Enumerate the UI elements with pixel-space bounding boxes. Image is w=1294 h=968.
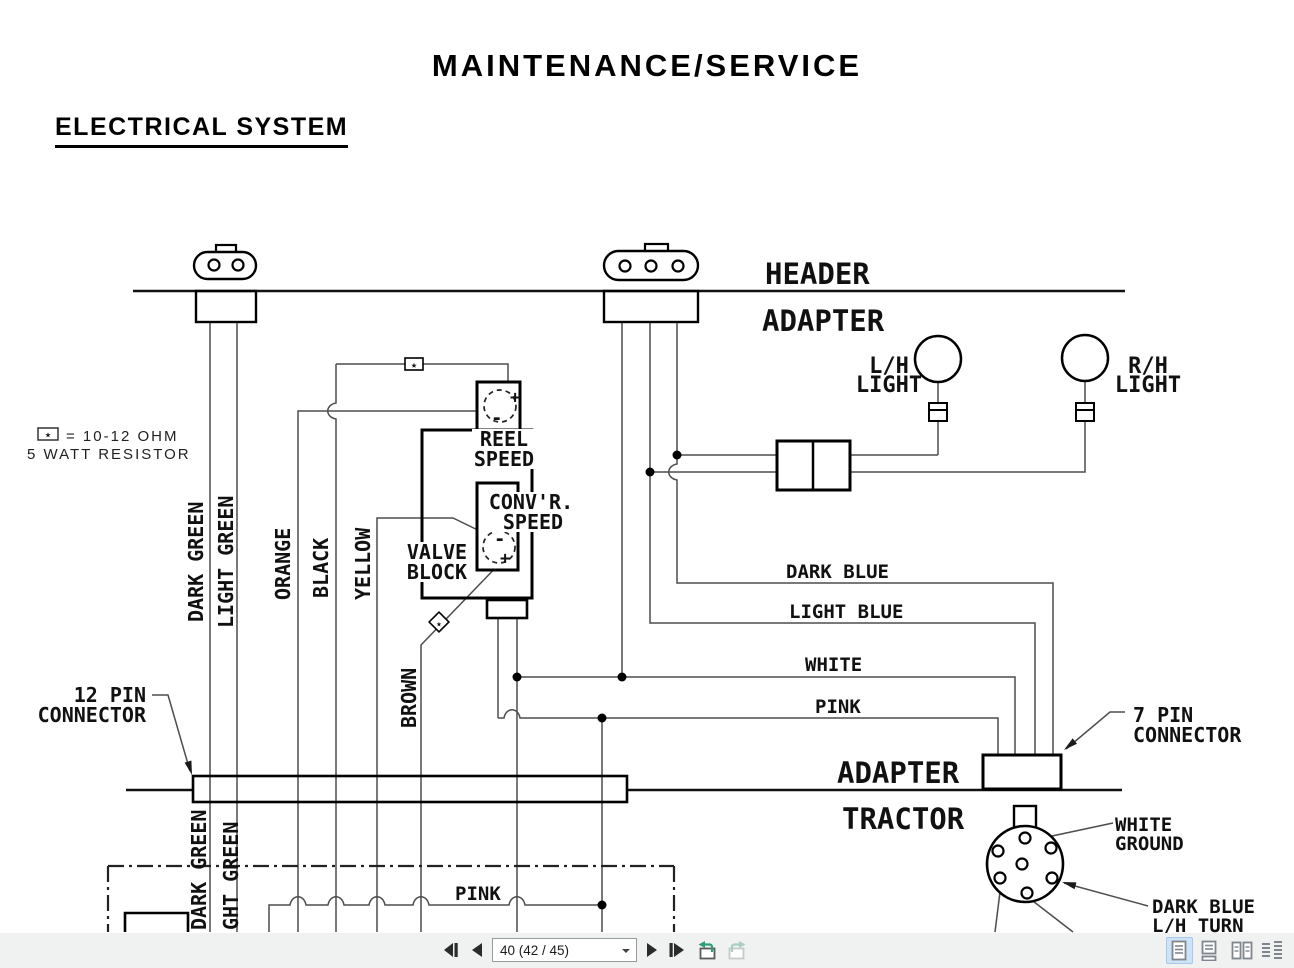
facing-pages-layout-icon bbox=[1231, 941, 1252, 960]
conv-plus: + bbox=[500, 549, 510, 569]
previous-view-button[interactable] bbox=[694, 938, 720, 962]
wire-label-dark-green: DARK GREEN bbox=[184, 502, 208, 622]
continuous-layout-button[interactable] bbox=[1196, 937, 1223, 964]
tractor-label: TRACTOR bbox=[842, 802, 965, 836]
section-heading: ELECTRICAL SYSTEM bbox=[55, 113, 349, 148]
reel-minus: - bbox=[491, 407, 502, 429]
viewer-toolbar bbox=[0, 933, 1294, 968]
svg-text:5 WATT RESISTOR: 5 WATT RESISTOR bbox=[27, 446, 191, 463]
combo-dropdown-arrow-icon[interactable] bbox=[622, 949, 630, 953]
white-ground-label: WHITE bbox=[1115, 814, 1172, 836]
facing-pages-layout-button[interactable] bbox=[1228, 937, 1255, 964]
lh-light-bulb bbox=[913, 334, 963, 384]
adapter-top-label: ADAPTER bbox=[762, 304, 885, 338]
single-page-layout-button[interactable] bbox=[1166, 937, 1193, 964]
next-page-button[interactable] bbox=[641, 938, 663, 962]
previous-page-button[interactable] bbox=[466, 938, 488, 962]
svg-text:= 10-12 OHM: = 10-12 OHM bbox=[66, 428, 178, 445]
wire-label-orange: ORANGE bbox=[271, 528, 295, 600]
left-connector-socket bbox=[194, 289, 258, 324]
diagram-labels: HEADER ADAPTER ADAPTER TRACTOR L/H LIGHT… bbox=[38, 257, 1255, 933]
facing-continuous-layout-icon bbox=[1261, 941, 1282, 959]
valve-block-tab bbox=[485, 598, 529, 620]
star-icon: ★ bbox=[436, 620, 442, 630]
right-connector-socket bbox=[602, 289, 700, 324]
first-page-icon bbox=[443, 943, 458, 957]
page-title: MAINTENANCE/SERVICE bbox=[431, 48, 863, 83]
twelve-pin-label: 12 PIN bbox=[74, 683, 146, 707]
previous-view-icon bbox=[698, 940, 716, 959]
header-label: HEADER bbox=[765, 257, 870, 291]
svg-text:BLOCK: BLOCK bbox=[407, 560, 467, 584]
continuous-layout-icon bbox=[1201, 940, 1217, 961]
wire-label-light-blue: LIGHT BLUE bbox=[789, 601, 903, 623]
svg-text:SPEED: SPEED bbox=[474, 447, 534, 471]
last-page-icon bbox=[669, 943, 684, 957]
next-page-icon bbox=[647, 943, 657, 957]
left-2pin-connector bbox=[192, 250, 258, 281]
junction-dots bbox=[512, 450, 682, 910]
seven-pin-label: 7 PIN bbox=[1133, 703, 1193, 727]
resistor-key-symbol bbox=[37, 427, 59, 441]
single-page-layout-icon bbox=[1171, 940, 1187, 961]
conv-speed-label: CONV'R. bbox=[489, 490, 573, 514]
valve-block-label: VALVE bbox=[407, 540, 467, 564]
next-view-icon bbox=[728, 940, 746, 959]
conv-minus: - bbox=[494, 528, 505, 550]
light-fuses bbox=[928, 402, 1095, 422]
wire-label-dark-blue: DARK BLUE bbox=[786, 561, 889, 583]
svg-text:L/H TURN: L/H TURN bbox=[1152, 915, 1244, 933]
wire-label-yellow: YELLOW bbox=[351, 527, 375, 600]
lh-turn-label: DARK BLUE bbox=[1152, 896, 1255, 918]
wire-label-light-green: LIGHT GREEN bbox=[214, 496, 238, 628]
first-page-button[interactable] bbox=[439, 938, 461, 962]
adapter-bottom-label: ADAPTER bbox=[837, 756, 960, 790]
wire-label-black: BLACK bbox=[309, 538, 333, 598]
svg-text:CONNECTOR: CONNECTOR bbox=[38, 703, 147, 727]
next-view-button[interactable] bbox=[724, 938, 750, 962]
wire-label-brown: BROWN bbox=[397, 668, 421, 728]
wire-label-white: WHITE bbox=[805, 654, 862, 676]
wire-label-light-green-bottom: GHT GREEN bbox=[219, 822, 243, 930]
wire-label-dark-green-bottom: DARK GREEN bbox=[187, 810, 211, 930]
rh-light-label: R/H bbox=[1128, 354, 1168, 379]
tractor-dashed-outline bbox=[106, 864, 676, 932]
page-number-input[interactable] bbox=[493, 939, 618, 961]
round-connector-pins bbox=[991, 831, 1059, 900]
svg-text:LIGHT: LIGHT bbox=[1115, 373, 1181, 398]
bottom-left-component bbox=[123, 911, 190, 932]
facing-continuous-layout-button[interactable] bbox=[1258, 937, 1285, 964]
star-icon: ★ bbox=[411, 360, 417, 371]
last-page-button[interactable] bbox=[666, 938, 688, 962]
previous-page-icon bbox=[472, 943, 482, 957]
reel-speed-label: REEL bbox=[480, 427, 528, 451]
reel-coil bbox=[483, 389, 517, 423]
svg-text:SPEED: SPEED bbox=[503, 510, 563, 534]
lh-light-label: L/H bbox=[869, 354, 909, 379]
resistor-symbol-diamond bbox=[427, 610, 451, 634]
resistor-note: = 10-12 OHM 5 WATT RESISTOR bbox=[27, 428, 191, 463]
resistor-symbol bbox=[404, 357, 424, 371]
wiring-diagram: HEADER ADAPTER ADAPTER TRACTOR L/H LIGHT… bbox=[27, 242, 1255, 933]
wires bbox=[209, 322, 1086, 933]
wire-label-pink-bottom: PINK bbox=[455, 883, 501, 905]
svg-text:LIGHT: LIGHT bbox=[856, 373, 922, 398]
svg-text:GROUND: GROUND bbox=[1115, 833, 1184, 855]
seven-pin-connector-box bbox=[981, 753, 1063, 791]
page-number-combobox[interactable] bbox=[492, 938, 637, 962]
twelve-pin-connector-bar bbox=[191, 774, 629, 804]
rh-light-bulb bbox=[1060, 333, 1110, 383]
reel-plus: + bbox=[510, 388, 520, 408]
wire-label-pink: PINK bbox=[815, 696, 861, 718]
star-icon: ★ bbox=[45, 430, 51, 441]
svg-text:CONNECTOR: CONNECTOR bbox=[1133, 723, 1242, 747]
